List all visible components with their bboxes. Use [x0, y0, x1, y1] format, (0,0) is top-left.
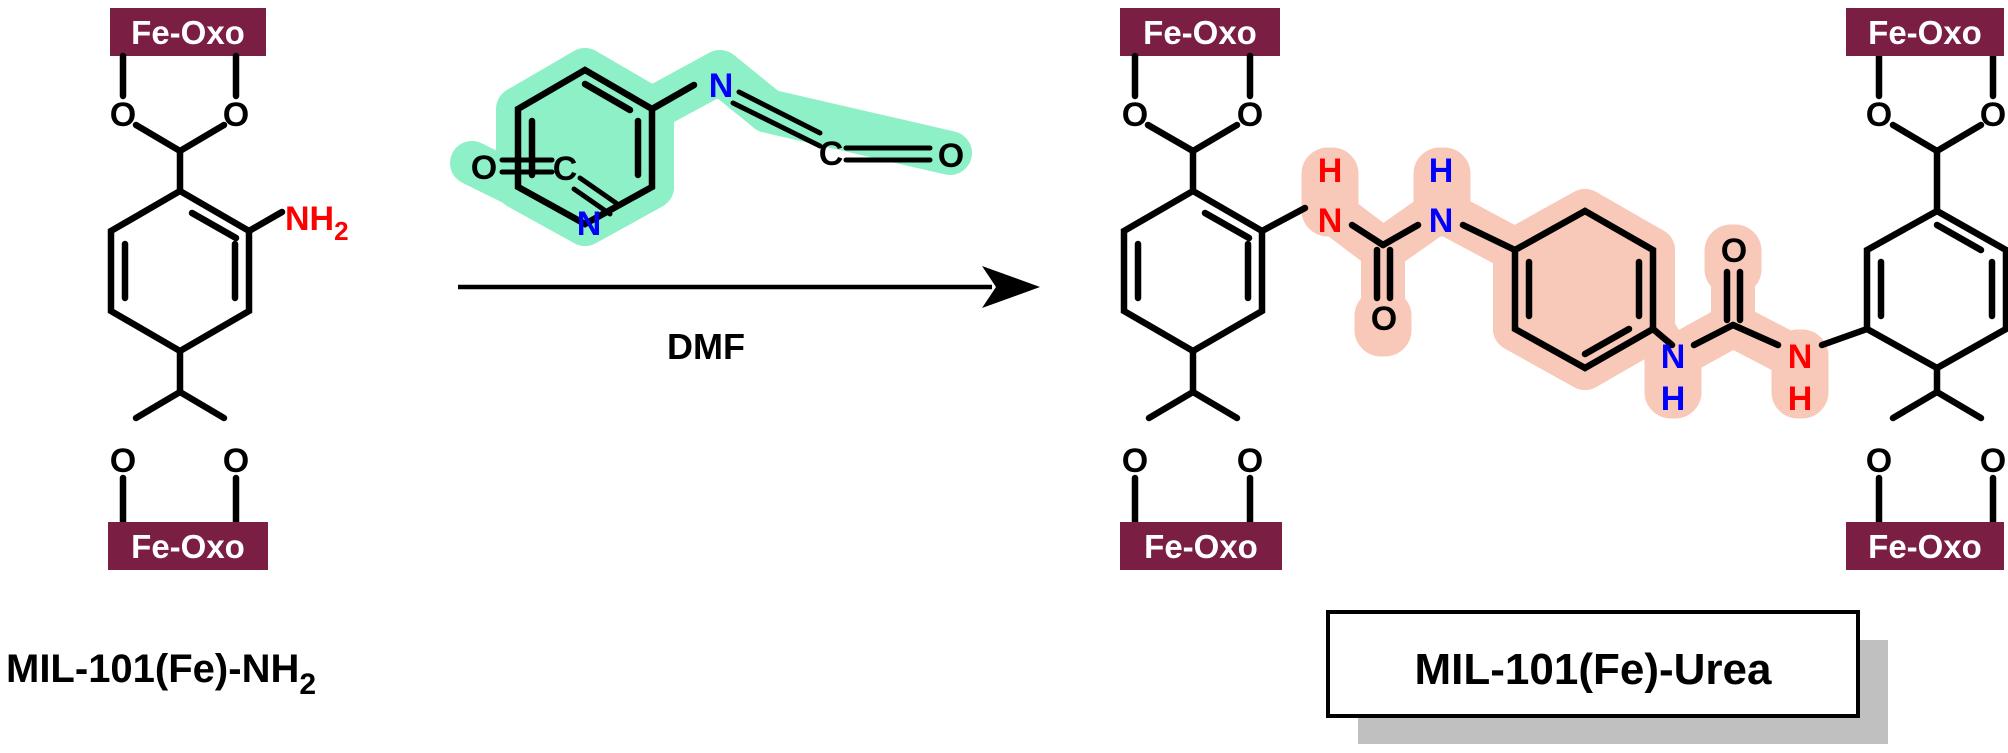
- fe-oxo-box-top-product-right: [1846, 8, 2004, 56]
- hydrogen-atom: H: [1788, 380, 1813, 418]
- oxygen-atom: O: [1980, 96, 2006, 134]
- hydrogen-atom: H: [1429, 152, 1454, 190]
- oxygen-atom: O: [1866, 96, 1892, 134]
- oxygen-atom: O: [1721, 232, 1747, 270]
- oxygen-atom: O: [1237, 442, 1263, 480]
- oxygen-atom: O: [1237, 96, 1263, 134]
- nitrogen-atom: N: [1788, 338, 1813, 376]
- reactant-caption: MIL-101(Fe)-NH2: [6, 647, 316, 701]
- oxygen-atom: O: [1122, 96, 1148, 134]
- fe-oxo-label: Fe-Oxo: [131, 528, 245, 565]
- hydrogen-atom: H: [1661, 380, 1686, 418]
- oxygen-atom: O: [1371, 300, 1397, 338]
- reactant-linker: Fe-Oxo O O NH2 O O Fe-Oxo: [107, 8, 349, 570]
- oxygen-atom: O: [471, 149, 497, 187]
- oxygen-atom: O: [938, 137, 964, 175]
- carbon-atom: C: [819, 135, 844, 173]
- fe-oxo-label: Fe-Oxo: [131, 14, 245, 51]
- reaction-arrow: [458, 266, 1040, 308]
- oxygen-atom: O: [223, 442, 249, 480]
- fe-oxo-box-top-product-left: [1120, 8, 1280, 56]
- fe-oxo-label: Fe-Oxo: [1868, 14, 1982, 51]
- nitrogen-atom: N: [1318, 202, 1343, 240]
- hydrogen-atom: H: [1318, 152, 1343, 190]
- oxygen-atom: O: [110, 442, 136, 480]
- fe-oxo-label: Fe-Oxo: [1143, 14, 1257, 51]
- product-caption: MIL-101(Fe)-Urea: [1415, 645, 1772, 694]
- amine-group: NH2: [285, 200, 349, 246]
- nitrogen-atom: N: [709, 67, 734, 105]
- nitrogen-atom: N: [1429, 202, 1454, 240]
- fe-oxo-label: Fe-Oxo: [1144, 528, 1258, 565]
- fe-oxo-label: Fe-Oxo: [1868, 528, 1982, 565]
- nitrogen-atom: N: [577, 205, 602, 243]
- oxygen-atom: O: [1122, 442, 1148, 480]
- oxygen-atom: O: [110, 96, 136, 134]
- carbon-atom: C: [553, 150, 578, 188]
- fe-oxo-box-bottom-product-right: [1846, 522, 2004, 570]
- oxygen-atom: O: [223, 96, 249, 134]
- oxygen-atom: O: [1980, 442, 2006, 480]
- fe-oxo-box-bottom-left: [108, 522, 268, 570]
- diisocyanate-reagent: N C O O C N: [450, 48, 972, 246]
- oxygen-atom: O: [1866, 442, 1892, 480]
- nitrogen-atom: N: [1661, 338, 1686, 376]
- fe-oxo-box-top-left: [110, 8, 266, 56]
- product-structure: Fe-Oxo O O O O Fe-Oxo H N O H N: [1120, 8, 2008, 570]
- solvent-label: DMF: [667, 326, 745, 367]
- fe-oxo-box-bottom-product-left: [1120, 522, 1282, 570]
- product-caption-box: MIL-101(Fe)-Urea: [1326, 610, 1888, 744]
